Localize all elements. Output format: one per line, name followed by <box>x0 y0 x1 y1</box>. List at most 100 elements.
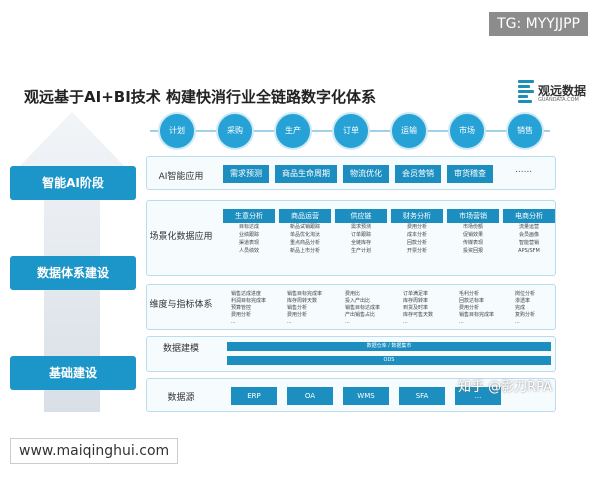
ai-item-logistics: 物流优化 <box>343 165 389 183</box>
source-wms: WMS <box>343 387 389 405</box>
dimension-item: 渗透率 <box>515 298 531 304</box>
scene-item: 市场份额 <box>462 224 483 230</box>
scene-item: 会员画像 <box>518 232 539 238</box>
site-watermark: www.maiqinghui.com <box>10 438 179 464</box>
scene-col: 供应链 需求预测 订单跟踪 全链库存 生产计划 <box>335 209 387 255</box>
dimension-item: 回款达标率 <box>459 298 485 304</box>
ai-layer: AI智能应用 需求预测 商品生命周期 物流优化 会员营销 审货稽查 ...... <box>146 156 556 190</box>
dimension-item: ... <box>459 319 464 325</box>
dimension-item: 销售目标达成率 <box>345 305 381 311</box>
ai-item-audit: 审货稽查 <box>447 165 493 183</box>
dimension-item: 费用分析 <box>287 312 308 318</box>
dimension-col: 岗位分析 渗透率 完成 复购分析 ... <box>515 291 555 326</box>
scene-item: 单品优化淘汰 <box>289 232 320 238</box>
scene-item: APS/SFM <box>518 248 540 254</box>
chain-order: 订单 <box>332 112 370 150</box>
logo-subtitle: GUANDATA.COM <box>538 97 579 103</box>
scene-col: 生意分析 目标达成 业绩跟踪 渠道表现 人员绩效 <box>223 209 275 255</box>
scene-item: 人员绩效 <box>238 248 259 254</box>
dimension-item: 投入产出比 <box>345 298 371 304</box>
scene-item: 成本分析 <box>406 232 427 238</box>
scene-head: 商品运营 <box>279 209 331 223</box>
dimension-col: 毛利分析 回款达标率 费用分析 销售目标完成率 ... <box>459 291 515 326</box>
chain-sales: 销售 <box>506 112 544 150</box>
ai-item-member-marketing: 会员营销 <box>395 165 441 183</box>
scene-head: 市场营销 <box>447 209 499 223</box>
scene-item: 重点商品分析 <box>289 240 320 246</box>
ai-item-demand-forecast: 需求预测 <box>223 165 269 183</box>
dimension-col: 销售目标完成率 库存周转天数 销售分析 费用分析 ... <box>287 291 343 326</box>
dimension-item: 复购分析 <box>515 312 536 318</box>
dimension-item: 库存周转天数 <box>287 298 318 304</box>
ai-more: ...... <box>515 165 533 175</box>
chain-market: 市场 <box>448 112 486 150</box>
scene-item: 订单跟踪 <box>350 232 371 238</box>
scene-item: 开票分析 <box>406 248 427 254</box>
dimension-col: 销售达成进度 利润目标完成率 预算管控 费用分析 ... <box>231 291 287 326</box>
model-layer-label: 数据建模 <box>162 344 199 354</box>
stage-data-system: 数据体系建设 <box>10 256 136 290</box>
logo-bars-icon <box>518 80 534 106</box>
source-more: ... <box>455 387 501 405</box>
dimension-item: 到货及时率 <box>403 305 429 311</box>
source-sfa: SFA <box>399 387 445 405</box>
dimension-item: ... <box>515 319 520 325</box>
dimension-item: 费用分析 <box>231 312 252 318</box>
stage-ai: 智能AI阶段 <box>10 166 136 200</box>
scene-item: 智能营销 <box>518 240 539 246</box>
dimension-item: 预算管控 <box>231 305 252 311</box>
dimension-item: 库存周转率 <box>403 298 429 304</box>
dimension-item: 库存可售天数 <box>403 312 434 318</box>
scene-head: 财务分析 <box>391 209 443 223</box>
scene-head: 电商分析 <box>503 209 555 223</box>
logo-name: 观远数据 <box>538 84 587 98</box>
dimension-item: 销售达成进度 <box>231 291 262 297</box>
scene-col: 市场营销 市场份额 促销效果 传媒表现 投资回报 <box>447 209 499 255</box>
model-bar-ods: ODS <box>227 356 551 365</box>
dimension-item: 完成 <box>515 305 526 311</box>
scene-item: 回款分析 <box>406 240 427 246</box>
dimension-item: ... <box>345 319 350 325</box>
dimension-item: ... <box>403 319 408 325</box>
scene-col: 财务分析 费用分析 成本分析 回款分析 开票分析 <box>391 209 443 255</box>
scene-item: 传媒表现 <box>462 240 483 246</box>
dimension-item: 费用比 <box>345 291 361 297</box>
dimension-item: 费用分析 <box>459 305 480 311</box>
source-layer: 数据源 ERP OA WMS SFA ... <box>146 378 556 412</box>
scene-item: 流量运营 <box>518 224 539 230</box>
value-chain: 计划 采购 生产 订单 运输 市场 销售 <box>150 112 560 150</box>
scene-item: 生产计划 <box>350 248 371 254</box>
dimension-item: 利润目标完成率 <box>231 298 267 304</box>
chain-produce: 生产 <box>274 112 312 150</box>
scene-col: 电商分析 流量运营 会员画像 智能营销 APS/SFM <box>503 209 555 255</box>
scene-layer-label: 场景化数据应用 <box>149 232 213 242</box>
dimension-item: ... <box>287 319 292 325</box>
chain-transport: 运输 <box>390 112 428 150</box>
chain-plan: 计划 <box>158 112 196 150</box>
tg-watermark: TG: MYYJJPP <box>489 12 588 36</box>
stage-infrastructure: 基础建设 <box>10 356 136 390</box>
scene-item: 新品试销跟踪 <box>289 224 320 230</box>
source-erp: ERP <box>231 387 277 405</box>
scene-layer: 场景化数据应用 生意分析 目标达成 业绩跟踪 渠道表现 人员绩效 商品运营 新品… <box>146 200 556 276</box>
dimension-item: 产出销售占比 <box>345 312 376 318</box>
zhihu-watermark: 知乎 @影刀RPA <box>458 380 553 395</box>
scene-item: 目标达成 <box>238 224 259 230</box>
scene-item: 新品上市分析 <box>289 248 320 254</box>
source-layer-label: 数据源 <box>167 393 195 403</box>
scene-item: 投资回报 <box>462 248 483 254</box>
diagram-title: 观远基于AI+BI技术 构建快消行业全链路数字化体系 <box>24 88 376 106</box>
scene-head: 生意分析 <box>223 209 275 223</box>
dimension-item: 销售分析 <box>287 305 308 311</box>
dimension-col: 订单满足率 库存周转率 到货及时率 库存可售天数 ... <box>403 291 459 326</box>
scene-item: 促销效果 <box>462 232 483 238</box>
model-layer: 数据建模 数据仓库 / 数据集市 ODS <box>146 336 556 372</box>
dimension-item: 销售目标完成率 <box>287 291 323 297</box>
dimension-item: 岗位分析 <box>515 291 536 297</box>
scene-item: 费用分析 <box>406 224 427 230</box>
chain-purchase: 采购 <box>216 112 254 150</box>
dimension-item: 毛利分析 <box>459 291 480 297</box>
ai-layer-label: AI智能应用 <box>158 172 204 182</box>
scene-item: 全链库存 <box>350 240 371 246</box>
